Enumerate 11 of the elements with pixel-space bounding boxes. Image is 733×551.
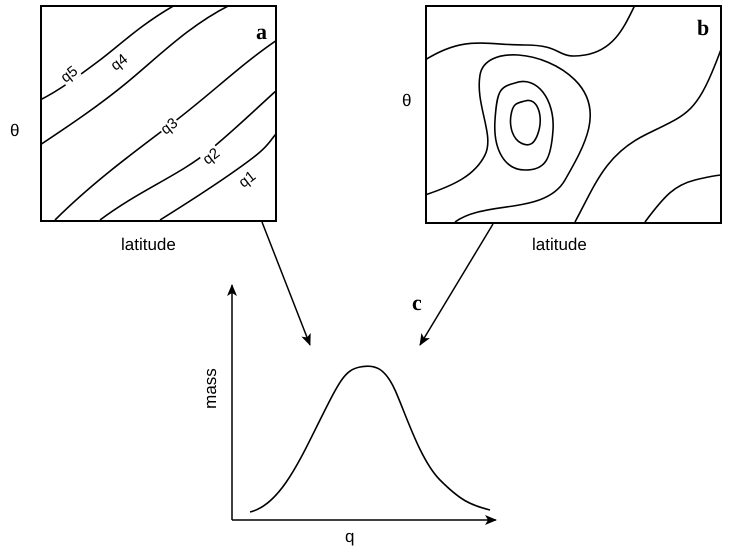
panel-letter: b — [697, 17, 710, 39]
arrow — [419, 224, 494, 346]
axis-label: q — [345, 528, 354, 545]
axis-label: latitude — [121, 236, 176, 253]
axis-label: θ — [10, 122, 20, 139]
panel-letter: c — [412, 292, 422, 314]
axis-label: θ — [402, 92, 412, 109]
axis-label: latitude — [532, 236, 587, 253]
panel-letter: a — [256, 21, 267, 43]
axis-label: mass — [202, 368, 219, 409]
arrow — [261, 222, 311, 346]
